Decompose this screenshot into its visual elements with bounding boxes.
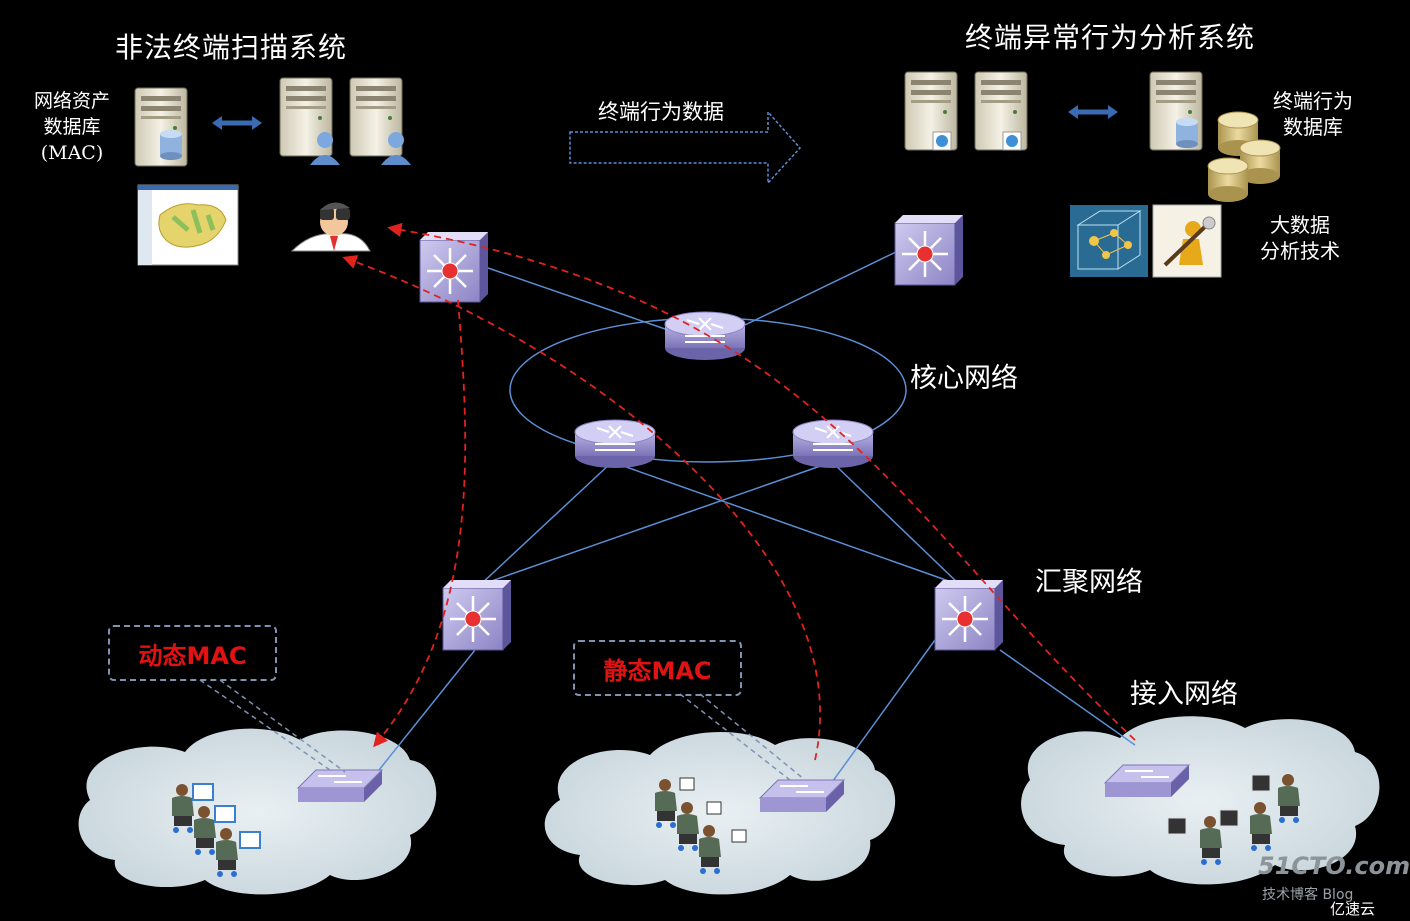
aggregation-network-label: 汇聚网络: [1035, 567, 1143, 598]
double-arrow-icon: [212, 116, 262, 130]
database-icon: [1176, 118, 1198, 148]
access-network-label: 接入网络: [1130, 679, 1238, 710]
asset-db-line1: 网络资产: [33, 90, 110, 112]
static-mac-box: 静态MAC: [573, 640, 742, 696]
bigdata-label: 大数据 分析技术: [1245, 212, 1355, 264]
watermark-brand: 亿速云: [1330, 900, 1376, 918]
behavior-analysis-title: 终端异常行为分析系统: [965, 21, 1256, 54]
map-icon: [137, 184, 239, 266]
cloud-right: [1021, 716, 1380, 885]
watermark-sub: 技术博客 Blog: [1262, 887, 1354, 903]
behavior-data-label: 终端行为数据: [598, 100, 724, 124]
network-links: [374, 249, 1136, 786]
analysis-figure-icon: [1152, 204, 1222, 278]
asset-db-label: 网络资产 数据库 (MAC): [22, 88, 122, 166]
behavior-db-label: 终端行为 数据库: [1258, 88, 1368, 140]
core-network-label: 核心网络: [910, 363, 1018, 394]
scan-trace-paths: [342, 222, 1136, 761]
l3-switch-agg-left: [441, 578, 513, 652]
bigdata-line1: 大数据: [1270, 213, 1330, 237]
core-router-left: [574, 419, 656, 469]
behavior-db-line1: 终端行为: [1273, 89, 1353, 113]
asset-db-line3: (MAC): [40, 142, 104, 164]
user-icon: [310, 132, 411, 165]
user-workstation-icon: [1167, 774, 1300, 865]
cloud-left: [78, 728, 437, 895]
watermark-site: 51CTO.com: [1258, 852, 1410, 880]
behavior-data-arrow: [569, 110, 802, 185]
double-arrow-icon: [1068, 105, 1118, 119]
user-workstation-icon: [172, 783, 261, 877]
illegal-scan-title: 非法终端扫描系统: [115, 31, 348, 64]
bigdata-line2: 分析技术: [1260, 239, 1340, 263]
cube-network-icon: [1070, 205, 1148, 277]
dynamic-mac-box: 动态MAC: [108, 625, 277, 681]
database-icon: [160, 130, 182, 160]
user-workstation-icon: [655, 777, 747, 874]
behavior-db-line2: 数据库: [1283, 115, 1343, 139]
mac-callout-lines: [199, 679, 806, 781]
l3-switch-scan: [418, 230, 490, 304]
globe-icon: [932, 131, 1022, 151]
l3-switch-analysis: [893, 213, 965, 287]
asset-db-line2: 数据库: [43, 116, 101, 138]
binoculars-person-icon: [290, 202, 371, 252]
